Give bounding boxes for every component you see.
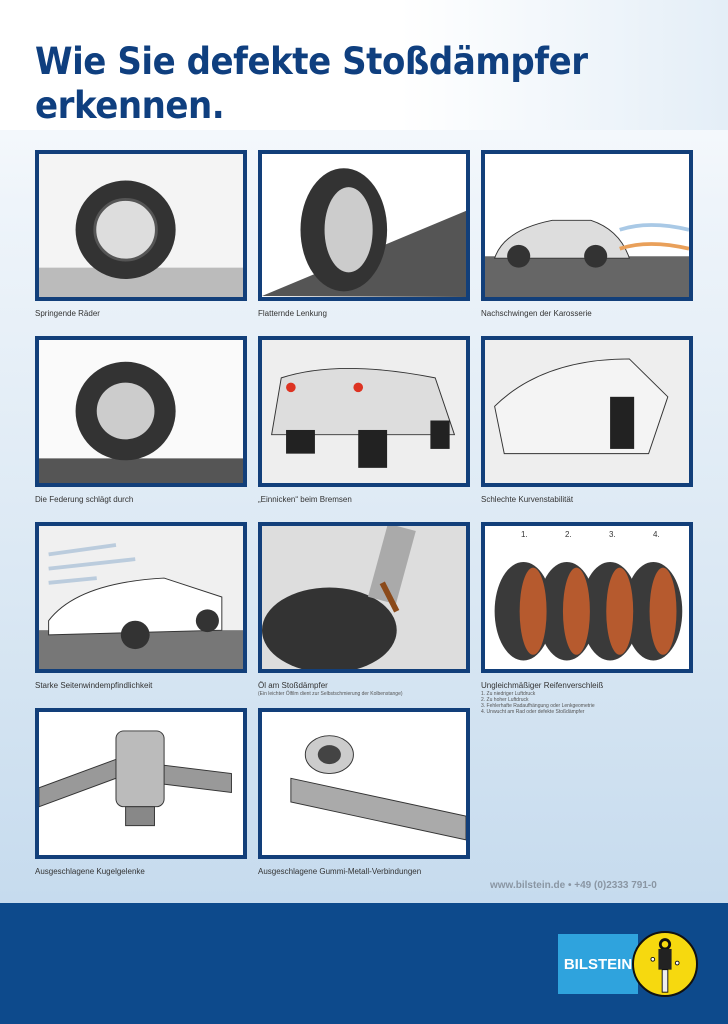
- panel-caption: „Einnicken“ beim Bremsen: [258, 495, 478, 504]
- panel-caption: Flatternde Lenkung: [258, 309, 478, 318]
- illustration-panel: 1. 2. 3. 4.: [481, 522, 693, 673]
- caption-text: Die Federung schlägt durch: [35, 495, 134, 504]
- illustration-panel: [35, 150, 247, 301]
- panel-caption: Nachschwingen der Karosserie: [481, 309, 701, 318]
- caption-text: Springende Räder: [35, 309, 100, 318]
- tire-number: 2.: [565, 530, 572, 539]
- illustration-panel: [258, 150, 470, 301]
- caption-text: Ungleichmäßiger Reifenverschleiß: [481, 681, 604, 690]
- illustration-panel: [481, 150, 693, 301]
- caption-text: Ausgeschlagene Gummi-Metall-Verbindungen: [258, 867, 422, 876]
- caption-text: Nachschwingen der Karosserie: [481, 309, 592, 318]
- cause-list-item: 4. Unwucht am Rad oder defekte Stoßdämpf…: [481, 709, 585, 715]
- panel-caption: Springende Räder: [35, 309, 255, 318]
- page-title: Wie Sie defekte Stoßdämpfer erkennen.: [35, 40, 588, 127]
- caption-text: „Einnicken“ beim Bremsen: [258, 495, 352, 504]
- shock-absorber-logo-icon: [632, 931, 698, 997]
- illustration-panel: [35, 336, 247, 487]
- panel-caption: Die Federung schlägt durch: [35, 495, 255, 504]
- caption-subtitle: (Ein leichter Ölfilm dient zur Selbstsch…: [258, 691, 403, 697]
- caption-text: Starke Seitenwindempfindlichkeit: [35, 681, 153, 690]
- caption-text: Flatternde Lenkung: [258, 309, 327, 318]
- illustration-panel: [35, 522, 247, 673]
- illustration-panel: [258, 522, 470, 673]
- panel-caption: Öl am Stoßdämpfer(Ein leichter Ölfilm di…: [258, 681, 478, 697]
- caption-text: Schlechte Kurvenstabilität: [481, 495, 574, 504]
- tire-number: 4.: [653, 530, 660, 539]
- panel-caption: Ausgeschlagene Kugelgelenke: [35, 867, 255, 876]
- panel-caption: Starke Seitenwindempfindlichkeit: [35, 681, 255, 690]
- caption-text: Öl am Stoßdämpfer: [258, 681, 328, 690]
- header-band: [0, 0, 728, 130]
- illustration-panel: [258, 336, 470, 487]
- cause-list-item: 2. Zu hoher Luftdruck: [481, 697, 529, 703]
- caption-text: Ausgeschlagene Kugelgelenke: [35, 867, 145, 876]
- panel-caption: Ausgeschlagene Gummi-Metall-Verbindungen: [258, 867, 478, 876]
- tire-number: 3.: [609, 530, 616, 539]
- illustration-panel: [35, 708, 247, 859]
- cause-list-item: 1. Zu niedriger Luftdruck: [481, 691, 536, 697]
- illustration-panel: [258, 708, 470, 859]
- panel-caption: Schlechte Kurvenstabilität: [481, 495, 701, 504]
- cause-list-item: 3. Fehlerhafte Radaufhängung oder Lenkge…: [481, 703, 595, 709]
- contact-info: www.bilstein.de • +49 (0)2333 791-0: [490, 880, 657, 891]
- tire-number: 1.: [521, 530, 528, 539]
- bilstein-logo: BILSTEIN: [558, 934, 638, 994]
- illustration-panel: [481, 336, 693, 487]
